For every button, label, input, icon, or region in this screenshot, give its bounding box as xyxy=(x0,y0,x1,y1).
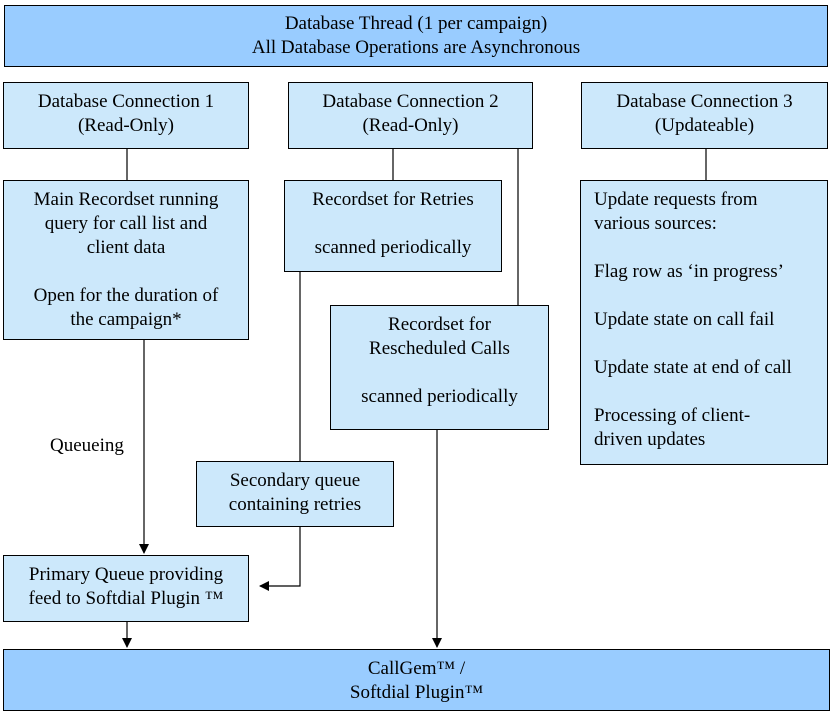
retries-recordset-note: scanned periodically xyxy=(314,237,472,258)
updates-flag-row: Flag row as ‘in progress’ xyxy=(594,261,784,282)
connection-3-mode: (Updateable) xyxy=(654,115,755,136)
queueing-label: Queueing xyxy=(50,435,124,456)
main-recordset-line-3: client data xyxy=(86,237,166,258)
main-recordset-line-1: Main Recordset running xyxy=(33,189,219,210)
rescheduled-recordset-box: Recordset for Rescheduled Calls scanned … xyxy=(330,305,549,430)
updates-line-1: Update requests from xyxy=(594,189,758,210)
main-recordset-line-5: the campaign* xyxy=(70,309,182,330)
database-connection-1: Database Connection 1 (Read-Only) xyxy=(3,82,249,149)
connection-2-title: Database Connection 2 xyxy=(322,91,499,112)
rescheduled-recordset-note: scanned periodically xyxy=(361,386,518,407)
header-line-2: All Database Operations are Asynchronous xyxy=(251,37,581,58)
callgem-line-1: CallGem™ / xyxy=(367,658,466,679)
updates-client-driven-2: driven updates xyxy=(594,429,706,450)
main-recordset-box: Main Recordset running query for call li… xyxy=(3,180,249,340)
callgem-line-2: Softdial Plugin™ xyxy=(349,682,484,703)
connection-1-mode: (Read-Only) xyxy=(77,115,175,136)
updates-line-2: various sources: xyxy=(594,213,717,234)
primary-queue-line-2: feed to Softdial Plugin ™ xyxy=(28,588,224,609)
main-recordset-line-4: Open for the duration of xyxy=(33,285,219,306)
database-connection-3: Database Connection 3 (Updateable) xyxy=(581,82,828,149)
connection-3-title: Database Connection 3 xyxy=(616,91,793,112)
secondary-queue-line-2: containing retries xyxy=(228,494,362,515)
connection-1-title: Database Connection 1 xyxy=(37,91,215,112)
main-recordset-line-2: query for call list and xyxy=(44,213,208,234)
retries-recordset-title: Recordset for Retries xyxy=(312,189,474,210)
connection-2-mode: (Read-Only) xyxy=(362,115,459,136)
rescheduled-recordset-line-1: Recordset for xyxy=(388,314,491,335)
updates-call-fail: Update state on call fail xyxy=(594,309,775,330)
header-line-1: Database Thread (1 per campaign) xyxy=(284,13,548,34)
primary-queue-box: Primary Queue providing feed to Softdial… xyxy=(3,555,249,622)
database-connection-2: Database Connection 2 (Read-Only) xyxy=(288,82,533,149)
update-requests-box: Update requests from various sources: Fl… xyxy=(580,180,828,465)
updates-client-driven-1: Processing of client- xyxy=(594,405,751,426)
secondary-queue-line-1: Secondary queue xyxy=(229,470,361,491)
updates-end-of-call: Update state at end of call xyxy=(594,357,792,378)
secondary-to-primary-arrow xyxy=(259,527,301,591)
rescheduled-recordset-line-2: Rescheduled Calls xyxy=(369,338,510,359)
database-thread-header: Database Thread (1 per campaign) All Dat… xyxy=(4,5,828,67)
retries-recordset-box: Recordset for Retries scanned periodical… xyxy=(284,180,502,272)
secondary-queue-box: Secondary queue containing retries xyxy=(196,461,394,527)
callgem-softdial-box: CallGem™ / Softdial Plugin™ xyxy=(3,649,830,711)
primary-queue-line-1: Primary Queue providing xyxy=(28,564,224,585)
